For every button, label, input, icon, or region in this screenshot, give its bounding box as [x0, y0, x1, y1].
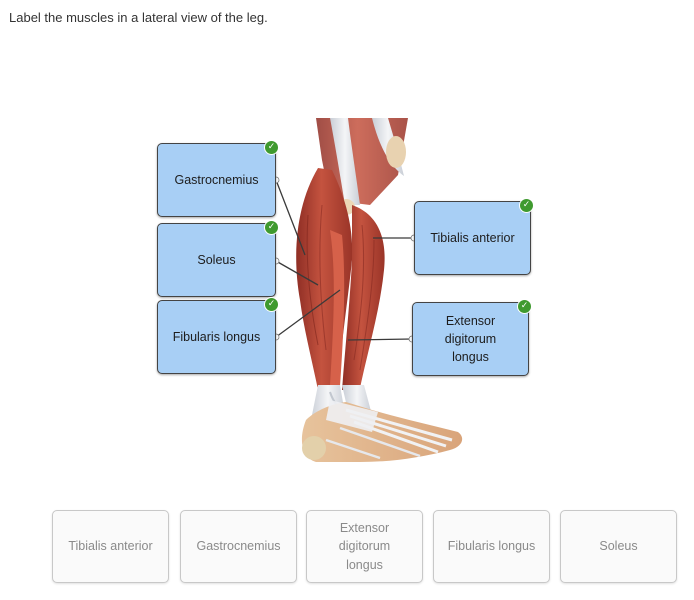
placed-label-text: Gastrocnemius: [174, 171, 258, 189]
checkmark-icon: ✓: [264, 220, 279, 235]
word-bank-soleus[interactable]: Soleus: [560, 510, 677, 583]
placed-label-extensor-digitorum-longus[interactable]: Extensor digitorum longus ✓: [412, 302, 529, 376]
word-bank-text: Soleus: [599, 537, 637, 555]
word-bank-fibularis-longus[interactable]: Fibularis longus: [433, 510, 550, 583]
word-bank-text: Tibialis anterior: [68, 537, 152, 555]
checkmark-icon: ✓: [517, 299, 532, 314]
placed-label-gastrocnemius[interactable]: Gastrocnemius ✓: [157, 143, 276, 217]
placed-label-text: Extensor digitorum longus: [445, 312, 496, 366]
checkmark-icon: ✓: [264, 297, 279, 312]
word-bank-text: Extensor digitorum longus: [339, 519, 390, 573]
placed-label-fibularis-longus[interactable]: Fibularis longus ✓: [157, 300, 276, 374]
placed-label-text: Tibialis anterior: [430, 229, 514, 247]
placed-label-text: Soleus: [197, 251, 235, 269]
checkmark-icon: ✓: [519, 198, 534, 213]
word-bank-text: Gastrocnemius: [196, 537, 280, 555]
word-bank-extensor-digitorum-longus[interactable]: Extensor digitorum longus: [306, 510, 423, 583]
placed-label-soleus[interactable]: Soleus ✓: [157, 223, 276, 297]
placed-label-text: Fibularis longus: [173, 328, 261, 346]
placed-label-tibialis-anterior[interactable]: Tibialis anterior ✓: [414, 201, 531, 275]
word-bank-text: Fibularis longus: [448, 537, 536, 555]
word-bank-tibialis-anterior[interactable]: Tibialis anterior: [52, 510, 169, 583]
checkmark-icon: ✓: [264, 140, 279, 155]
word-bank-gastrocnemius[interactable]: Gastrocnemius: [180, 510, 297, 583]
